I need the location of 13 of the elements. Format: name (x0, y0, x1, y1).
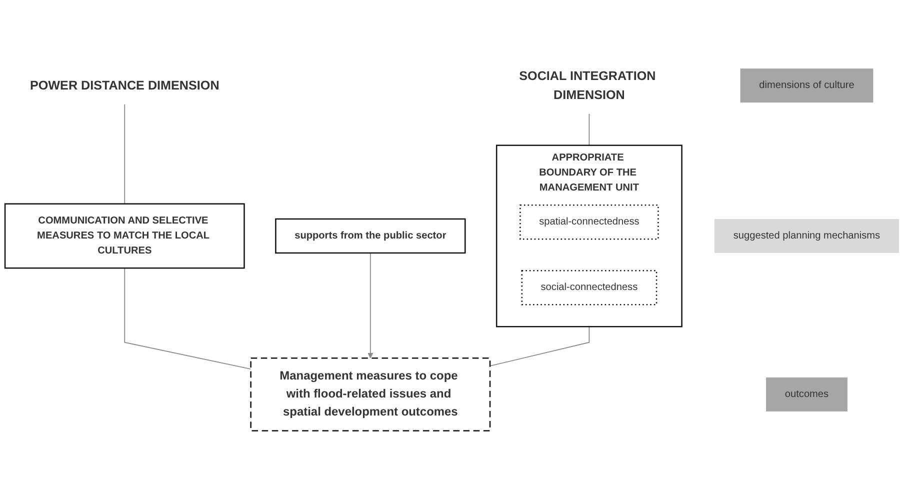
arrow (368, 252, 374, 358)
connector (124, 104, 126, 204)
node-box: suggested planning mechanisms (714, 218, 899, 253)
node-text: POWER DISTANCE DIMENSION (30, 78, 220, 92)
node-text: SOCIAL INTEGRATION DIMENSION (519, 69, 656, 102)
connector (588, 113, 590, 146)
connector (124, 268, 252, 370)
connector (490, 326, 590, 366)
node-box: Management measures to cope with flood-related issues and spatial development outcomes (250, 357, 491, 432)
node-box: supports from the public sector (275, 218, 466, 254)
node-box: COMMUNICATION AND SELECTIVE MEASURES TO MATCH THE LOCAL CULTURES (4, 203, 245, 269)
node-box: dimensions of culture (740, 68, 874, 103)
node-box: outcomes (766, 377, 848, 412)
